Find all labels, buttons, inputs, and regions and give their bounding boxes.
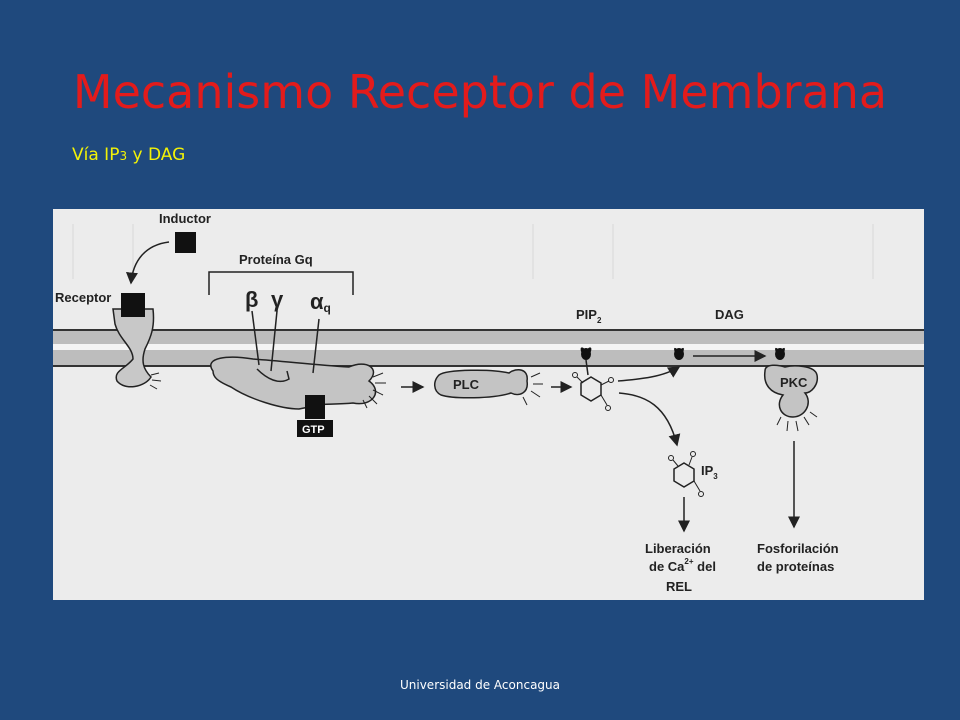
pkc-label: PKC (780, 375, 808, 390)
alpha-label: αq (310, 289, 331, 315)
gtp-label: GTP (302, 424, 325, 436)
phosphorylation-line1: Fosforilación (757, 541, 839, 556)
pip2-to-dag-arrow (617, 366, 681, 382)
pkc-activation-rays (776, 411, 818, 432)
release-line2: de Ca2+ del (649, 557, 716, 574)
bound-inductor (121, 293, 145, 317)
pkc-enzyme (763, 364, 819, 418)
subunit-pointers (251, 310, 320, 383)
beta-label: β (245, 287, 258, 312)
plc-enzyme (434, 368, 528, 399)
ip3-molecule (668, 451, 704, 497)
inductor-label: Inductor (159, 211, 211, 226)
cell-membrane (53, 329, 924, 367)
plc-activation-rays (522, 372, 543, 406)
ip3-label: IP3 (701, 463, 718, 481)
slide-title: Mecanismo Receptor de Membrana (72, 65, 888, 119)
dag-label: DAG (715, 307, 744, 322)
receptor-activation-rays (149, 372, 162, 390)
receptor-label: Receptor (55, 290, 111, 305)
protein-gq-label: Proteína Gq (239, 252, 313, 267)
receptor-protein (112, 308, 155, 388)
pip2-label: PIP2 (576, 307, 602, 325)
inductor-ligand (175, 232, 196, 253)
plc-label: PLC (453, 377, 480, 392)
gtp-molecule (305, 395, 325, 419)
pathway-diagram: Inductor Receptor Proteína Gq β γ αq GTP… (53, 209, 924, 600)
inductor-arrow (125, 241, 170, 285)
dag-molecule (674, 347, 684, 360)
protein-gq-bracket (208, 271, 354, 295)
pip2-molecule (572, 347, 614, 411)
release-line3: REL (666, 579, 692, 594)
subtitle-suffix: y DAG (127, 145, 186, 165)
gtp-box (297, 420, 333, 437)
pathway-svg: Inductor Receptor Proteína Gq β γ αq GTP… (53, 211, 924, 594)
pip2-to-ip3-arrow (618, 392, 681, 447)
gprotein-activation-rays (362, 372, 386, 409)
subtitle: Vía IP3 y DAG (72, 144, 185, 167)
phosphorylation-line2: de proteínas (757, 559, 834, 574)
footer-institution: Universidad de Aconcagua (399, 678, 560, 692)
release-line1: Liberación (645, 541, 711, 556)
subtitle-prefix: Vía IP (72, 145, 120, 165)
subtitle-subscript: 3 (119, 149, 128, 163)
pkc-molecule (775, 347, 785, 360)
gamma-label: γ (271, 287, 284, 312)
